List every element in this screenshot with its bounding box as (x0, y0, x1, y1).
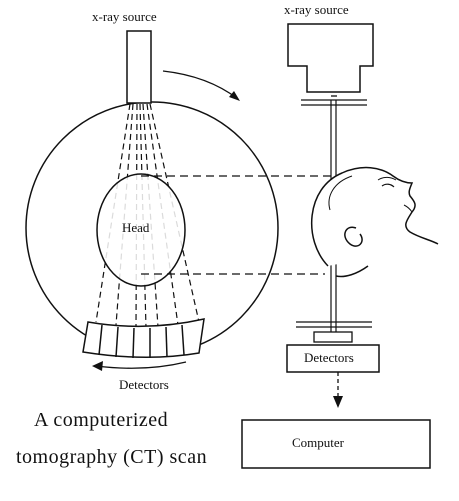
head-label: Head (122, 220, 150, 235)
patient-mouth (403, 204, 413, 213)
patient-eyebrow (377, 176, 397, 181)
left-detectors-label: Detectors (119, 377, 169, 392)
left-detector-array (82, 318, 205, 359)
rotation-arrow-top (162, 70, 239, 100)
computer-box (241, 419, 431, 469)
right-source-collimator (301, 95, 367, 106)
right-detectors-label: Detectors (304, 350, 354, 365)
caption-line-2: tomography (CT) scan (16, 446, 207, 468)
left-source-label: x-ray source (92, 9, 157, 24)
rotation-arrow-bottom (95, 361, 187, 369)
right-detector-box (286, 344, 380, 373)
computer-label: Computer (292, 435, 345, 450)
patient-hair (328, 175, 353, 211)
signal-arrow-head (333, 396, 343, 408)
right-detector-collimator (296, 321, 372, 343)
head-cross-section (96, 173, 186, 287)
patient-head-profile (310, 166, 439, 278)
rotation-arrow-top-head (229, 91, 240, 101)
projection-guide-lines (141, 175, 338, 275)
right-source-label: x-ray source (284, 2, 349, 17)
rotation-arrow-bottom-head (92, 361, 103, 371)
caption-line-1: A computerized (34, 409, 168, 431)
right-xray-source (287, 23, 374, 93)
patient-eye (381, 183, 395, 188)
patient-ear (344, 226, 363, 247)
left-xray-source (126, 30, 152, 104)
